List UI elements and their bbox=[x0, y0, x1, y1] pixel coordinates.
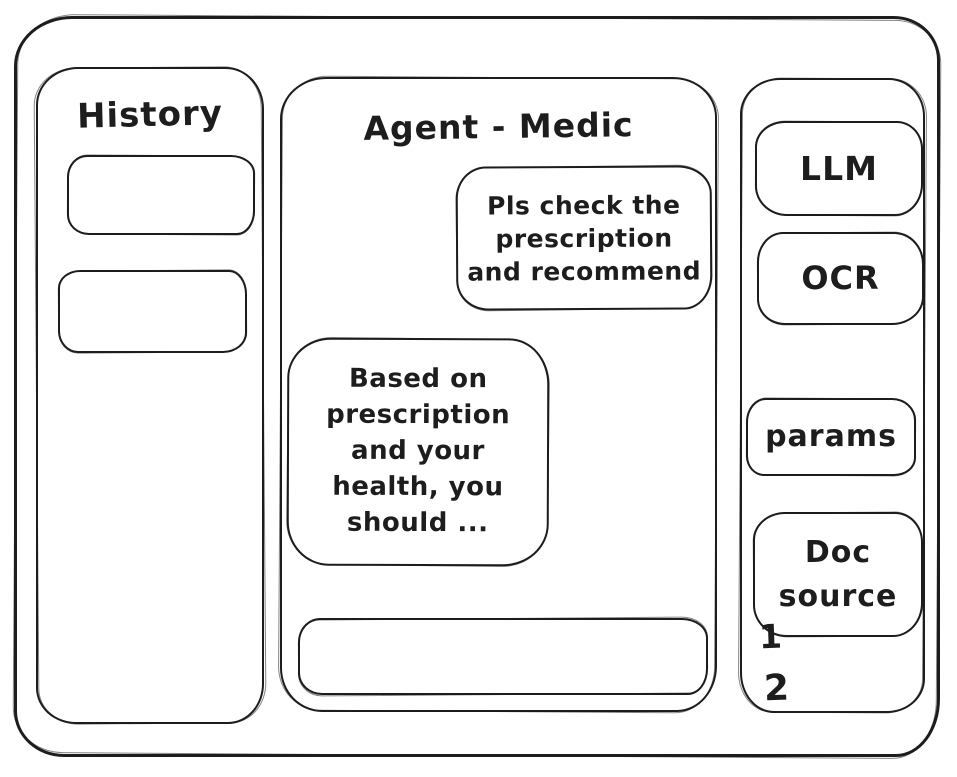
message-input[interactable] bbox=[298, 618, 708, 695]
ocr-button[interactable]: OCR bbox=[757, 232, 924, 325]
doc-source-button[interactable]: Doc source bbox=[753, 512, 923, 637]
history-panel: History bbox=[36, 67, 264, 724]
history-item-1[interactable] bbox=[67, 155, 255, 235]
params-button[interactable]: params bbox=[746, 398, 916, 476]
chat-panel: Agent - Medic Pls check the prescription… bbox=[280, 77, 717, 712]
chat-title: Agent - Medic bbox=[363, 105, 634, 148]
assistant-message-bubble: Based on prescription and your health, y… bbox=[286, 337, 550, 567]
app-window-frame: History Agent - Medic Pls check the pres… bbox=[14, 16, 940, 757]
annotation-number-2: 2 bbox=[763, 667, 790, 710]
user-message-bubble: Pls check the prescription and recommend bbox=[455, 165, 713, 311]
tools-panel: LLM OCR params Doc source 1 2 bbox=[740, 78, 925, 713]
llm-button[interactable]: LLM bbox=[755, 121, 923, 216]
user-message-text: Pls check the prescription and recommend bbox=[467, 189, 702, 287]
assistant-message-text: Based on prescription and your health, y… bbox=[326, 364, 511, 539]
annotation-number-1: 1 bbox=[758, 616, 783, 657]
history-item-2[interactable] bbox=[58, 270, 247, 353]
history-title: History bbox=[76, 93, 224, 137]
